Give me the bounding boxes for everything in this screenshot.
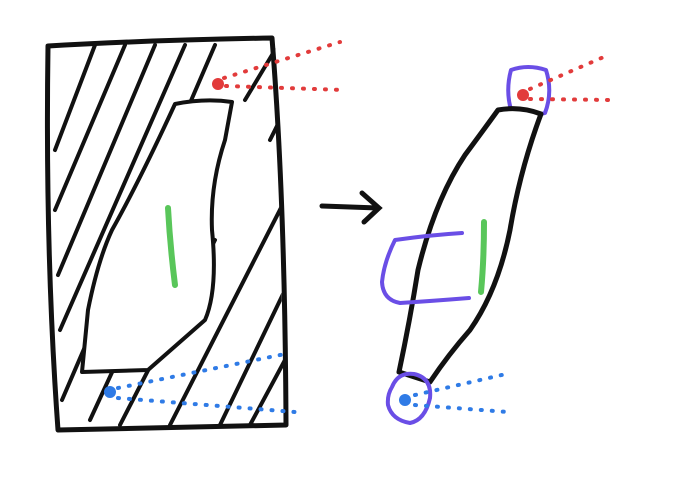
right-red-marker [517, 54, 614, 102]
purple-left-bracket [380, 231, 471, 305]
purple-top-outline [506, 65, 552, 118]
right-shape [380, 54, 614, 425]
right-body-outline [396, 106, 544, 385]
right-green-marker [478, 219, 487, 295]
left-green-marker [165, 205, 178, 288]
left-block [44, 35, 347, 433]
left-block-cavity [80, 98, 234, 374]
right-blue-marker [399, 372, 510, 414]
purple-bottom-circle [385, 371, 433, 425]
left-blue-marker [104, 352, 297, 414]
left-red-marker [212, 40, 347, 92]
left-block-outline [44, 35, 289, 433]
right-arrow-icon [319, 190, 383, 225]
